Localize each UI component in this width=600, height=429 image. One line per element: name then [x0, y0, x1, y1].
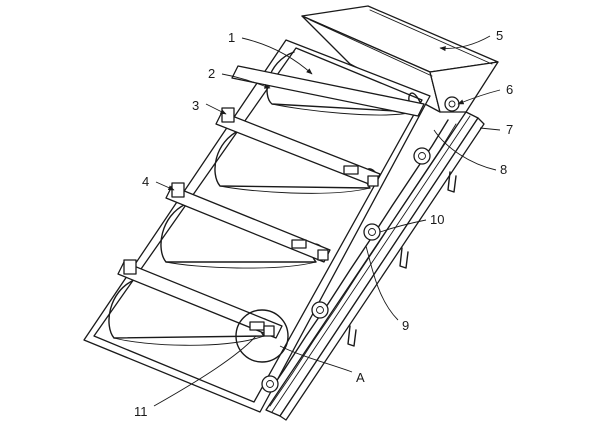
label-a: A: [356, 370, 365, 385]
label-7: 7: [506, 122, 513, 137]
leader-lines: [153, 35, 501, 407]
callout-labels: 1 2 3 4 5 6 7 8 9 10 11 A: [134, 28, 513, 419]
label-11: 11: [134, 404, 148, 419]
label-2: 2: [208, 66, 215, 81]
label-9: 9: [402, 318, 409, 333]
rail-legs: [347, 171, 457, 347]
brackets: [123, 107, 379, 337]
label-1: 1: [228, 30, 235, 45]
rollers: [261, 96, 460, 393]
label-5: 5: [496, 28, 503, 43]
label-4: 4: [142, 174, 149, 189]
detail-circle-a: [235, 309, 289, 363]
label-3: 3: [192, 98, 199, 113]
label-10: 10: [430, 212, 444, 227]
label-6: 6: [506, 82, 513, 97]
label-8: 8: [500, 162, 507, 177]
